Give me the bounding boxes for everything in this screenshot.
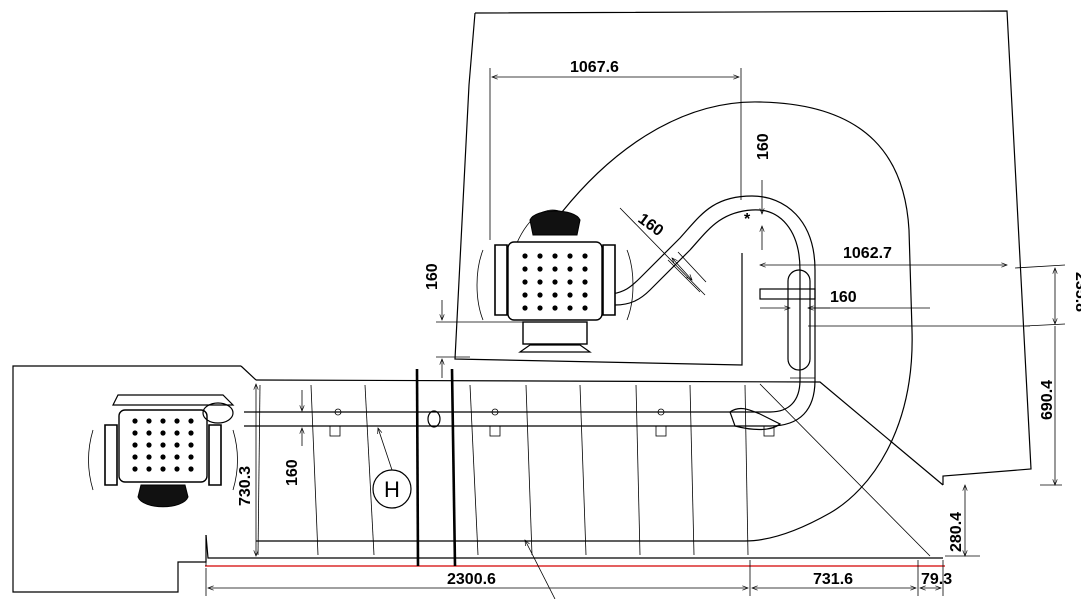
- seat-dot: [552, 253, 558, 259]
- seat-dot: [188, 442, 194, 448]
- seat-dot: [582, 305, 588, 311]
- gate-post-left: [415, 368, 420, 567]
- seat-dot: [582, 279, 588, 285]
- seat-dot: [146, 430, 152, 436]
- dim-160-vertical-upper: 160: [755, 133, 772, 160]
- seat-dot: [567, 266, 573, 272]
- dimension-labels: 1067.6 160 160 1062.7 160 160 235.8 690.…: [237, 59, 1081, 588]
- callout-h-label: H: [384, 477, 400, 502]
- seat-dot: [552, 292, 558, 298]
- seat-dot: [174, 466, 180, 472]
- seat-dot: [567, 292, 573, 298]
- seat-dot: [522, 279, 528, 285]
- seat-dot: [537, 292, 543, 298]
- seat-swing-envelope: [256, 101, 913, 542]
- seat-dot: [132, 418, 138, 424]
- seat-dot: [188, 466, 194, 472]
- dim-160-lower: 160: [284, 459, 301, 486]
- dim-160-middle-right: 160: [830, 289, 857, 306]
- dim-79-3: 79.3: [921, 571, 952, 588]
- upper-landing-outline: [454, 10, 1032, 485]
- seat-dot: [188, 454, 194, 460]
- seat-dot: [132, 430, 138, 436]
- seat-dot: [132, 442, 138, 448]
- seat-dot: [160, 466, 166, 472]
- stair-treads: [257, 383, 931, 557]
- gate-post-right: [450, 368, 457, 567]
- star-marker: *: [744, 211, 751, 228]
- dim-730-3: 730.3: [237, 466, 254, 506]
- seat-dot: [522, 253, 528, 259]
- seat-dot: [582, 266, 588, 272]
- seat-dot: [537, 305, 543, 311]
- dim-690-4: 690.4: [1039, 380, 1056, 420]
- seat-dot: [567, 253, 573, 259]
- seat-dot: [146, 466, 152, 472]
- dim-280-4: 280.4: [948, 512, 965, 552]
- stair-flight: [205, 368, 945, 567]
- seat-dot: [160, 442, 166, 448]
- seat-dot: [537, 266, 543, 272]
- seat-dot: [552, 266, 558, 272]
- seat-dot: [537, 253, 543, 259]
- seat-dot: [582, 253, 588, 259]
- lower-chair: [88, 394, 238, 508]
- seat-dot: [582, 292, 588, 298]
- seat-dot: [174, 454, 180, 460]
- seat-dot: [132, 454, 138, 460]
- seat-dot: [174, 430, 180, 436]
- seat-dot: [537, 279, 543, 285]
- callout-h: H: [372, 469, 412, 509]
- seat-dot: [567, 305, 573, 311]
- dim-1067-6: 1067.6: [570, 59, 619, 76]
- seat-dot: [174, 418, 180, 424]
- seat-dot: [188, 430, 194, 436]
- seat-dot: [146, 454, 152, 460]
- dim-731-6: 731.6: [813, 571, 853, 588]
- seat-dot: [522, 292, 528, 298]
- dim-160-diagonal: 160: [635, 210, 667, 240]
- dim-160-left-upper: 160: [424, 263, 441, 290]
- dim-235-8: 235.8: [1072, 272, 1081, 312]
- upper-seat-dots: [522, 253, 588, 311]
- seat-dot: [146, 442, 152, 448]
- seat-dot: [132, 466, 138, 472]
- lower-seat-dots: [132, 418, 194, 472]
- seat-dot: [522, 305, 528, 311]
- dim-2300-6: 2300.6: [447, 571, 496, 588]
- seat-dot: [174, 442, 180, 448]
- seat-dot: [567, 279, 573, 285]
- dim-1062-7: 1062.7: [843, 245, 892, 262]
- seat-dot: [160, 454, 166, 460]
- seat-dot: [160, 430, 166, 436]
- dimension-lines: [205, 68, 1066, 599]
- seat-dot: [552, 279, 558, 285]
- seat-dot: [522, 266, 528, 272]
- rail-brackets: [329, 408, 775, 437]
- seat-dot: [146, 418, 152, 424]
- seat-dot: [188, 418, 194, 424]
- seat-dot: [160, 418, 166, 424]
- seat-dot: [552, 305, 558, 311]
